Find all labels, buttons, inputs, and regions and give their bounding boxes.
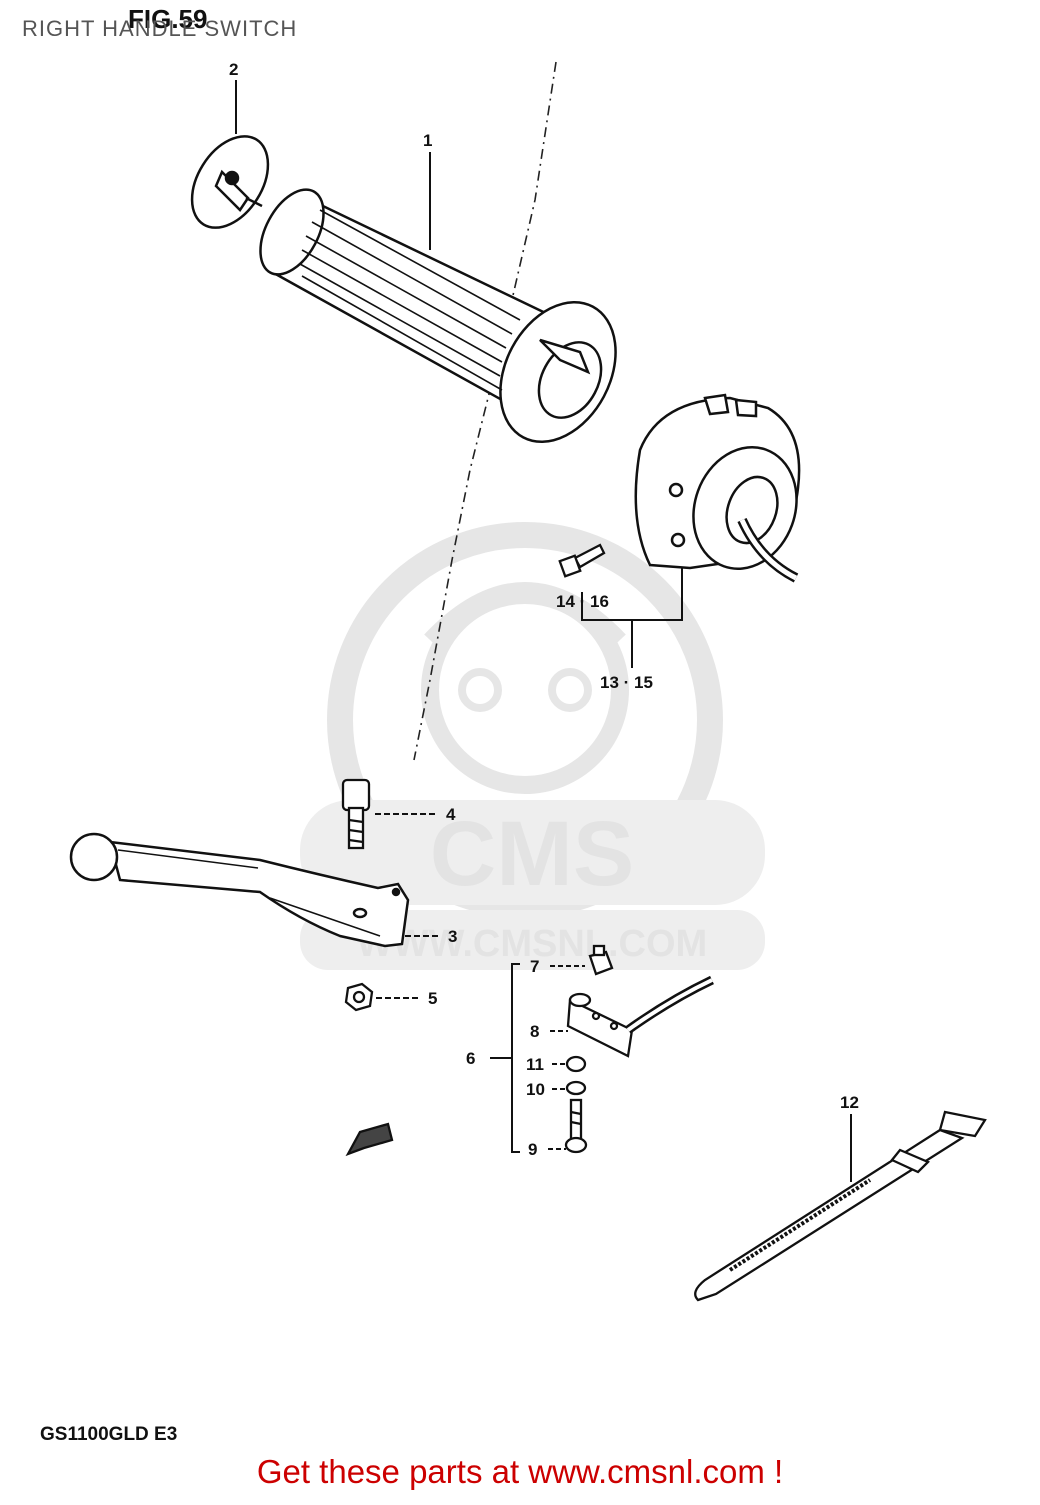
washer-part-11 — [565, 1055, 587, 1073]
switch-housing-part-13-15 — [634, 393, 801, 583]
callout-3: 3 — [448, 927, 457, 946]
diagram-caption: RIGHT HANDLE SWITCH — [22, 16, 298, 41]
callout-10: 10 — [526, 1080, 545, 1099]
watermark-url: WWW.CMSNL.COM — [357, 923, 707, 965]
callout-7: 7 — [530, 957, 539, 976]
callout-11: 11 — [526, 1055, 544, 1074]
callout-9: 9 — [528, 1140, 537, 1159]
washer-part-10 — [565, 1080, 587, 1096]
watermark-brand: CMS — [430, 803, 634, 905]
callout-12: 12 — [840, 1093, 859, 1112]
nut-part-5 — [344, 982, 374, 1012]
figure-label: FIG.59 — [128, 4, 207, 34]
callout-5: 5 — [428, 989, 437, 1008]
pivot-bolt-part-4 — [341, 778, 371, 850]
model-code: GS1100GLD E3 — [40, 1424, 177, 1445]
brake-lever-part-3 — [69, 832, 410, 948]
callout-6: 6 — [466, 1049, 475, 1068]
grip-end-cap-part-2 — [190, 135, 270, 229]
callout-2: 2 — [229, 60, 238, 79]
cms-watermark: CMS WWW.CMSNL.COM — [300, 522, 765, 970]
switch-plunger-part-7 — [588, 944, 614, 976]
brake-switch-part-8 — [566, 975, 714, 1058]
callout-8: 8 — [530, 1022, 539, 1041]
throttle-grip-part-1 — [259, 188, 617, 443]
screw-part-14-16 — [558, 543, 606, 578]
callout-1: 1 — [423, 131, 432, 150]
axis-centerline — [413, 61, 557, 761]
callout-4: 4 — [446, 805, 456, 824]
front-direction-arrow-icon — [345, 1122, 394, 1157]
footer-cta[interactable]: Get these parts at www.cmsnl.com ! — [256, 1453, 784, 1490]
screw-part-9 — [564, 1098, 588, 1154]
cable-tie-part-12 — [694, 1110, 987, 1302]
callout-13-15: 13 · 15 — [600, 673, 653, 692]
